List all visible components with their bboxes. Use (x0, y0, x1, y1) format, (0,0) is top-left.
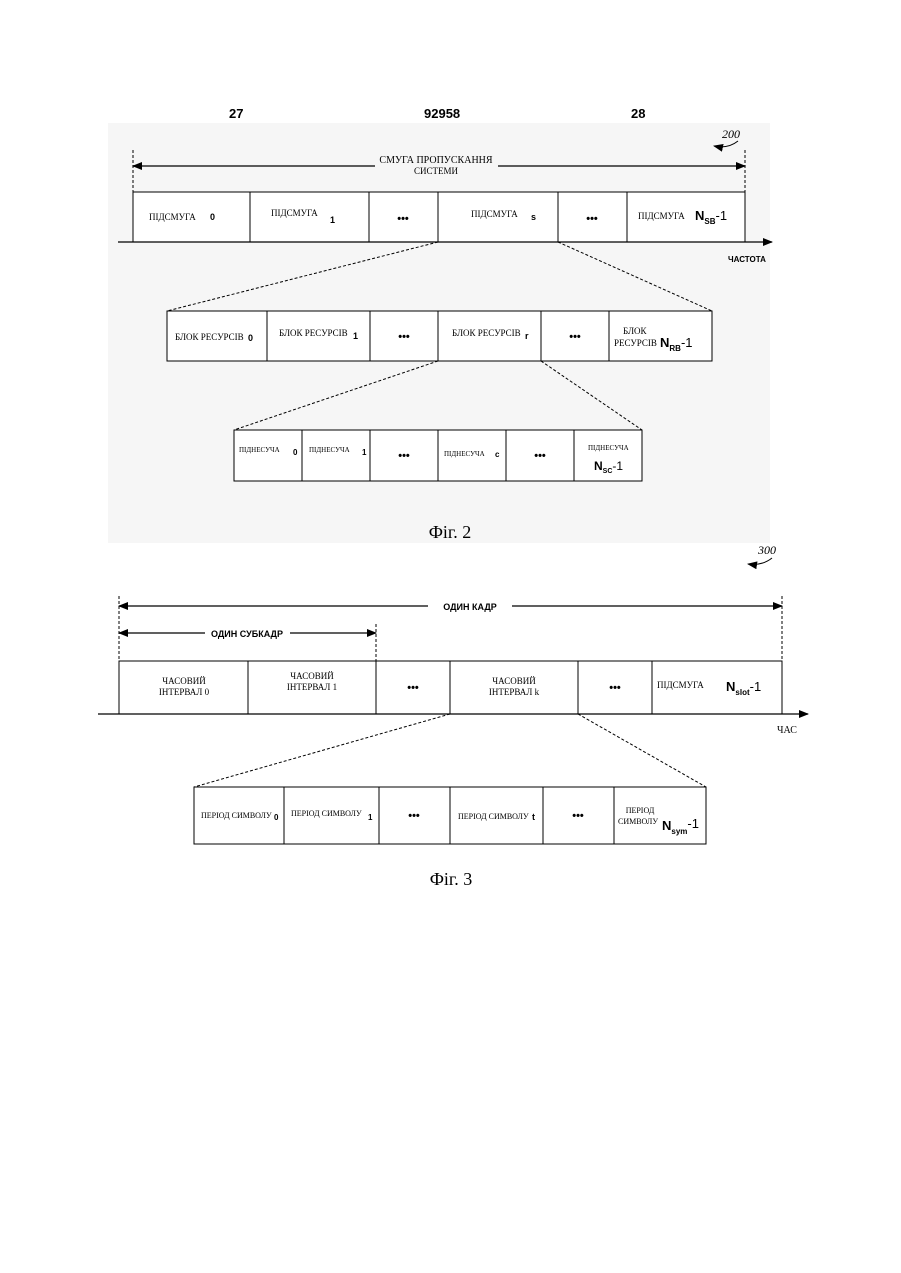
fig2-reference: 200 (722, 127, 740, 141)
rb-0-label: БЛОК РЕСУРСІВ (175, 332, 244, 342)
subband-ellipsis-2: ••• (586, 213, 598, 225)
sym-0-index: 0 (274, 813, 279, 822)
slot-k-line1: ЧАСОВИЙ (492, 676, 536, 686)
rb-1-index: 1 (353, 331, 358, 341)
sc-1-index: 1 (362, 448, 367, 457)
sc-ellipsis-2: ••• (534, 450, 546, 462)
bandwidth-label-line1: СМУГА ПРОПУСКАННЯ (379, 155, 492, 166)
rb-last-label-line1: БЛОК (623, 326, 648, 336)
subband-last-label: ПІДСМУГА (638, 211, 685, 221)
sc-last-label: ПІДНЕСУЧА (588, 444, 629, 452)
rb-r-index: r (525, 331, 529, 341)
rb-0-index: 0 (248, 333, 253, 343)
slot-1-line2: ІНТЕРВАЛ 1 (287, 682, 337, 692)
sym-t-index: t (532, 812, 535, 822)
sc-c-label: ПІДНЕСУЧА (444, 450, 485, 458)
subband-ellipsis-1: ••• (397, 213, 409, 225)
sym-0-label: ПЕРІОД СИМВОЛУ (201, 811, 272, 820)
subband-0-label: ПІДСМУГА (149, 212, 196, 222)
subframe-label: ОДИН СУБКАДР (211, 629, 283, 639)
subband-1-label: ПІДСМУГА (271, 208, 318, 218)
zoom-line-sym-left (194, 714, 450, 787)
zoom-line-sym-right (578, 714, 706, 787)
figure-3: 300 ОДИН КАДР ОДИН СУБКАДР ЧАСОВИЙ ІНТЕР… (98, 543, 808, 889)
slot-last-label: ПІДСМУГА (657, 680, 704, 690)
slot-1-line1: ЧАСОВИЙ (290, 671, 334, 681)
slot-0-line2: ІНТЕРВАЛ 0 (159, 687, 210, 697)
sym-last-label-line1: ПЕРІОД (626, 806, 655, 815)
subband-1-index: 1 (330, 215, 335, 225)
fig3-reference: 300 (757, 543, 776, 557)
slot-ellipsis-2: ••• (609, 682, 621, 694)
slot-ellipsis-1: ••• (407, 682, 419, 694)
sc-0-index: 0 (293, 448, 298, 457)
sc-0-label: ПІДНЕСУЧА (239, 446, 280, 454)
sc-ellipsis-1: ••• (398, 450, 410, 462)
rb-last-label-line2: РЕСУРСІВ (614, 338, 657, 348)
rb-ellipsis-1: ••• (398, 331, 410, 343)
frame-label: ОДИН КАДР (443, 602, 497, 612)
subband-0-index: 0 (210, 212, 215, 222)
slot-0-line1: ЧАСОВИЙ (162, 676, 206, 686)
sym-t-label: ПЕРІОД СИМВОЛУ (458, 812, 529, 821)
sym-1-index: 1 (368, 813, 373, 822)
fig3-reference-arrow (748, 558, 772, 564)
rb-r-label: БЛОК РЕСУРСІВ (452, 328, 521, 338)
figure-2: 200 СМУГА ПРОПУСКАННЯ СИСТЕМИ ПІДСМУГА 0… (108, 123, 772, 543)
frequency-axis-label: ЧАСТОТА (728, 255, 766, 264)
subband-s-label: ПІДСМУГА (471, 209, 518, 219)
sym-1-label: ПЕРІОД СИМВОЛУ (291, 809, 362, 818)
sym-last-label-line2: СИМВОЛУ (618, 817, 658, 826)
sym-ellipsis-1: ••• (408, 810, 420, 822)
sc-1-label: ПІДНЕСУЧА (309, 446, 350, 454)
fig3-caption: Фіг. 3 (430, 869, 473, 889)
sc-c-index: c (495, 450, 500, 459)
fig2-caption: Фіг. 2 (429, 522, 472, 542)
sym-ellipsis-2: ••• (572, 810, 584, 822)
time-axis-label: ЧАС (777, 725, 797, 736)
rb-ellipsis-2: ••• (569, 331, 581, 343)
rb-1-label: БЛОК РЕСУРСІВ (279, 328, 348, 338)
subband-s-index: s (531, 212, 536, 222)
slot-k-line2: ІНТЕРВАЛ k (489, 687, 540, 697)
bandwidth-label-line2: СИСТЕМИ (414, 166, 459, 176)
